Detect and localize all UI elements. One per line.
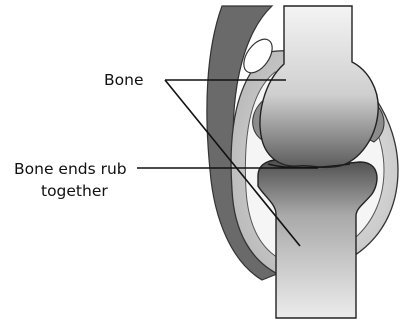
label-bone-ends-line1: Bone ends rub (14, 160, 127, 178)
label-bone: Bone (104, 71, 143, 89)
upper-bone (260, 6, 378, 167)
label-bone-ends-line2: together (41, 182, 108, 200)
